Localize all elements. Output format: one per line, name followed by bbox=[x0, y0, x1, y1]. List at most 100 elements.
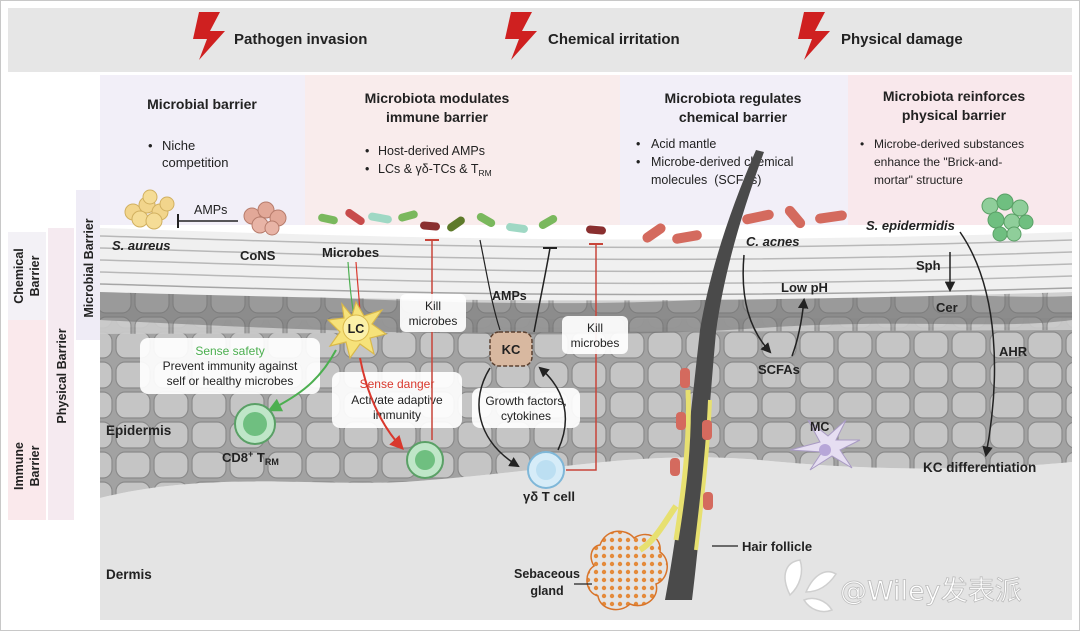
c-acnes-rod bbox=[703, 492, 713, 510]
microbe-rod bbox=[398, 210, 418, 222]
mast-cell bbox=[789, 419, 861, 471]
follicle-sheath bbox=[694, 399, 712, 551]
microbe-rod bbox=[368, 212, 392, 224]
c-acnes-rods bbox=[642, 205, 847, 244]
keratinocyte bbox=[489, 331, 533, 367]
follicle-sheath bbox=[673, 389, 691, 541]
c-acnes-rod bbox=[784, 205, 806, 229]
panel-chemical-bullet-2b: molecules (SCFAs) bbox=[651, 173, 761, 187]
sense-safety-arrow bbox=[267, 349, 337, 412]
bullet-dot: • bbox=[860, 137, 864, 151]
watermark-logo bbox=[802, 597, 834, 613]
microbe-rod bbox=[538, 215, 558, 229]
microbe-rod bbox=[318, 213, 338, 225]
c-acnes-label: C. acnes bbox=[746, 234, 799, 249]
side-strip bbox=[8, 75, 46, 245]
corneum-line bbox=[99, 259, 1073, 273]
c-acnes-rod bbox=[742, 209, 774, 225]
microbial-barrier-label-bg bbox=[76, 190, 100, 340]
c-acnes-rod bbox=[702, 420, 712, 440]
watermark: @Wiley发表派 bbox=[784, 559, 1022, 613]
panel-physical-title-2: physical barrier bbox=[902, 107, 1007, 123]
c-acnes-rod bbox=[676, 412, 686, 430]
sense-safety-box bbox=[140, 338, 320, 394]
sph-label: Sph bbox=[916, 258, 941, 273]
ahr-label: AHR bbox=[999, 344, 1028, 359]
threat-chemical: Chemical irritation bbox=[505, 12, 680, 60]
growth-factors-line-2: cytokines bbox=[501, 409, 551, 423]
hair-follicle-label: Hair follicle bbox=[742, 539, 812, 554]
s-aureus-label: S. aureus bbox=[112, 238, 171, 253]
bullet-dot: • bbox=[365, 162, 369, 176]
sense-danger-line-1: Activate adaptive bbox=[351, 393, 443, 407]
chemical-barrier-label-1: Chemical bbox=[12, 248, 26, 304]
microbe-rod bbox=[345, 208, 365, 226]
panel-immune-title-1: Microbiota modulates bbox=[365, 90, 510, 106]
gdt-to-kc-arrow bbox=[538, 366, 566, 451]
threat-pathogen: Pathogen invasion bbox=[193, 12, 367, 60]
immune-barrier-label-2: Barrier bbox=[28, 445, 42, 486]
chemical-barrier-label-2: Barrier bbox=[28, 255, 42, 296]
microbe-rod bbox=[447, 216, 465, 232]
s-epidermidis-label: S. epidermidis bbox=[866, 218, 955, 233]
lc-nucleus bbox=[342, 314, 370, 342]
panel-physical-bullet-1: Microbe-derived substances bbox=[874, 137, 1024, 151]
sense-danger-title: Sense danger bbox=[360, 377, 435, 391]
kc-shape bbox=[489, 331, 533, 367]
amps-top-label: AMPs bbox=[194, 203, 227, 217]
sebaceous-gland bbox=[586, 504, 679, 611]
threat-header bbox=[8, 8, 1072, 72]
c-acnes-rod bbox=[670, 458, 680, 476]
threat-physical: Physical damage bbox=[798, 12, 963, 60]
watermark-text: @Wiley发表派 bbox=[840, 576, 1022, 607]
cd8-trm-label: CD8+ TRM bbox=[222, 449, 279, 467]
kill-microbes-2-line-1: Kill bbox=[587, 321, 603, 335]
panel-chemical-title-1: Microbiota regulates bbox=[665, 90, 802, 106]
corneum-line bbox=[99, 271, 1073, 285]
cons-cluster bbox=[243, 201, 287, 236]
panel-microbial-bg bbox=[100, 75, 305, 225]
amps-kc-label: AMPs bbox=[492, 289, 527, 303]
cell-nucleus bbox=[415, 450, 435, 470]
watermark-logo bbox=[784, 559, 803, 597]
lc-label: LC bbox=[348, 322, 365, 336]
activated-t-cell bbox=[406, 441, 444, 479]
sebaceous-gland-shape bbox=[586, 530, 668, 611]
threat-label: Chemical irritation bbox=[548, 31, 680, 48]
microbe-rod bbox=[420, 221, 440, 231]
kill-microbes-1-line-2: microbes bbox=[409, 314, 458, 328]
epidermis-label: Epidermis bbox=[106, 423, 171, 438]
corneum-line bbox=[99, 235, 1073, 249]
cell-nucleus bbox=[536, 460, 556, 480]
dermis-label: Dermis bbox=[106, 567, 152, 582]
watermark-logo bbox=[804, 571, 838, 593]
microbes-label: Microbes bbox=[322, 245, 379, 260]
ahr-arrow bbox=[959, 231, 996, 458]
microbe-rod bbox=[506, 223, 528, 233]
lightning-icon bbox=[505, 12, 537, 60]
bullet-dot: • bbox=[636, 155, 640, 169]
panel-immune-bullet-2: LCs & γδ-TCs & TRM bbox=[378, 162, 492, 178]
microbial-barrier-label: Microbial Barrier bbox=[82, 218, 96, 317]
immune-barrier-label-1: Immune bbox=[12, 442, 26, 490]
sense-safety-line-2: self or healthy microbes bbox=[167, 374, 294, 388]
lightning-icon bbox=[798, 12, 830, 60]
scfas-label: SCFAs bbox=[758, 362, 800, 377]
langerhans-cell bbox=[326, 300, 388, 360]
panel-chemical-title-2: chemical barrier bbox=[679, 109, 788, 125]
sense-safety-line-1: Prevent immunity against bbox=[163, 359, 298, 373]
bullet-dot: • bbox=[365, 144, 369, 158]
microbe-to-kc-line bbox=[479, 239, 501, 331]
bullet-dot: • bbox=[636, 137, 640, 151]
physical-barrier-label-bg bbox=[48, 228, 74, 520]
mc-label: MC bbox=[810, 420, 829, 434]
growth-factors-box bbox=[472, 388, 580, 428]
kill-microbes-1-line-1: Kill bbox=[425, 299, 441, 313]
cer-label: Cer bbox=[936, 300, 958, 315]
threat-label: Physical damage bbox=[841, 31, 963, 48]
panel-immune-title-2: immune barrier bbox=[386, 109, 488, 125]
panel-immune-bg bbox=[305, 75, 620, 225]
sense-safety-title: Sense safety bbox=[195, 344, 264, 358]
low-ph-label: Low pH bbox=[781, 280, 828, 295]
